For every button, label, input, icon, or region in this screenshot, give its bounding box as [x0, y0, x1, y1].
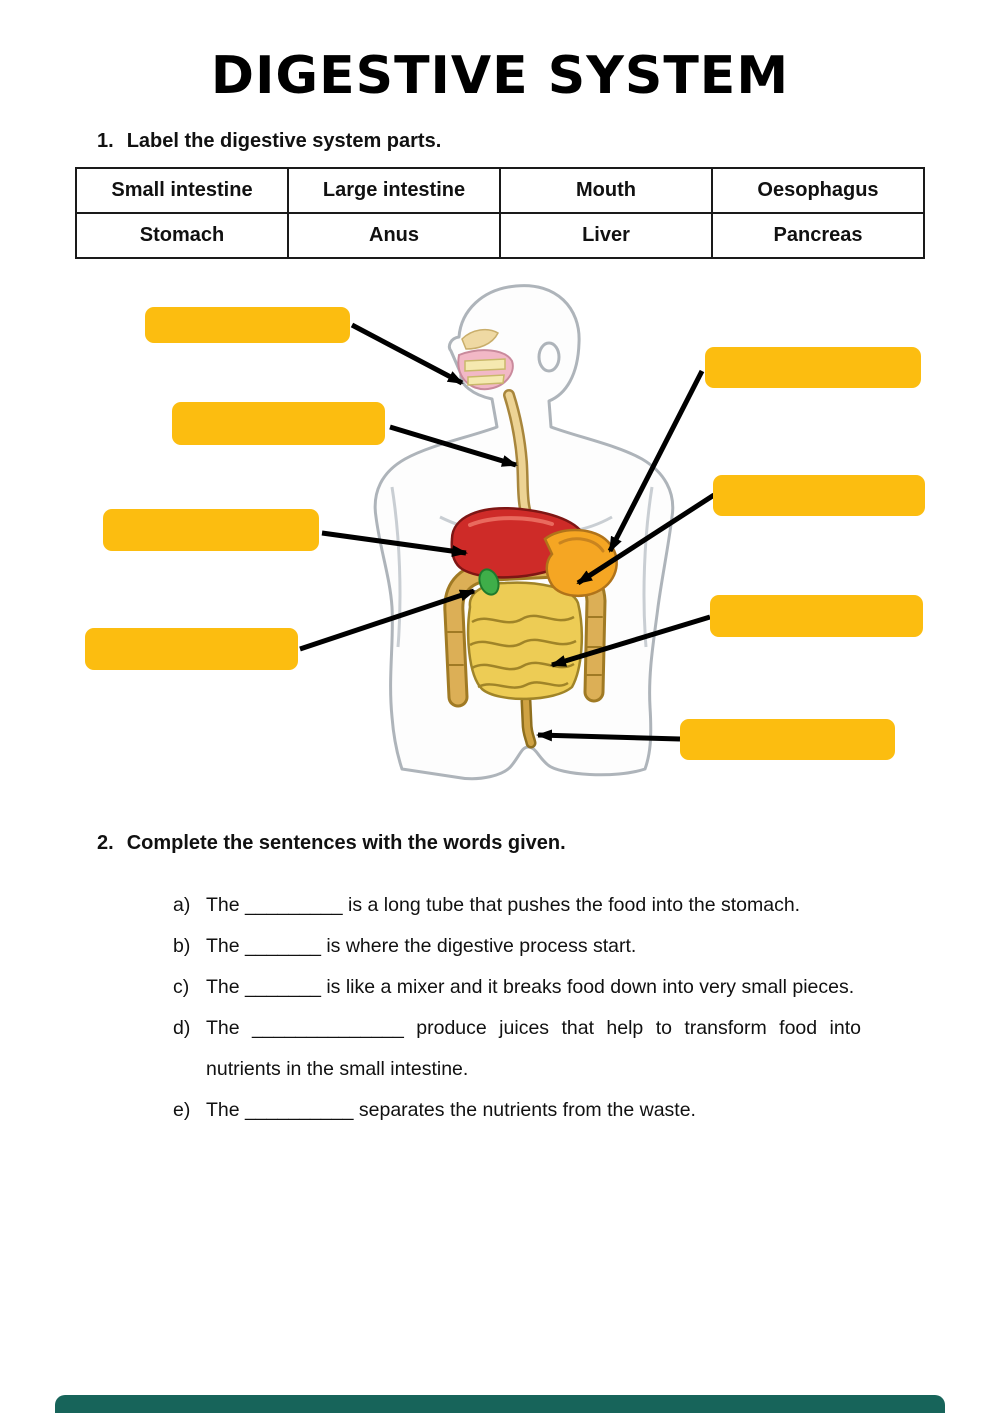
section-2-heading-text: Complete the sentences with the words gi…: [126, 832, 566, 854]
label-arrows: [299, 322, 716, 742]
section-1-heading-text: Label the digestive system parts.: [126, 130, 442, 152]
label-arrow-8: [536, 729, 681, 742]
label-arrow-7: [550, 614, 711, 668]
liver-highlight: [468, 516, 554, 527]
sentence-item: d) The ______________ produce juices tha…: [173, 1008, 861, 1090]
word-bank-cell: Oesophagus: [711, 167, 925, 214]
sentence-letter: a): [173, 894, 191, 916]
stomach-curve-line: [558, 537, 605, 553]
label-arrow-2: [389, 424, 518, 468]
label-arrow-5: [607, 369, 705, 553]
word-bank-cell: Pancreas: [711, 212, 925, 259]
section-2-number: 2.: [97, 832, 114, 854]
answer-box-4[interactable]: [85, 628, 298, 670]
sentence-item: c) The _______ is like a mixer and it br…: [173, 967, 861, 1008]
sentence-text: The ______________ produce juices that h…: [206, 1017, 861, 1080]
label-arrow-3: [321, 530, 468, 558]
sentence-letter: c): [173, 976, 190, 998]
section-1-heading: 1. Label the digestive system parts.: [97, 130, 1000, 153]
sentence-letter: b): [173, 935, 191, 957]
word-bank-cell: Small intestine: [75, 167, 289, 214]
gallbladder-shape: [478, 568, 500, 596]
sentence-text: The _________ is a long tube that pushes…: [206, 894, 801, 916]
answer-box-8[interactable]: [680, 719, 895, 760]
label-arrow-6: [576, 492, 716, 586]
section-1-number: 1.: [97, 130, 114, 152]
label-arrow-4: [299, 588, 476, 652]
upper-teeth-shape: [464, 358, 506, 372]
answer-box-3[interactable]: [103, 509, 319, 551]
word-bank-cell: Mouth: [499, 167, 713, 214]
word-bank-cell: Liver: [499, 212, 713, 259]
sentence-text: The __________ separates the nutrients f…: [206, 1099, 696, 1121]
answer-box-5[interactable]: [705, 347, 921, 388]
digestive-system-illustration: [299, 284, 716, 781]
sentence-letter: d): [173, 1017, 191, 1039]
right-arm-line: [642, 486, 654, 648]
sentence-letter: e): [173, 1099, 191, 1121]
word-bank-cell: Anus: [287, 212, 501, 259]
sentence-text: The _______ is like a mixer and it break…: [206, 976, 855, 998]
ear-shape: [537, 341, 561, 373]
answer-box-2[interactable]: [172, 402, 385, 445]
word-bank-cell: Stomach: [75, 212, 289, 259]
word-bank-row: Stomach Anus Liver Pancreas: [75, 212, 925, 259]
sentence-item: a) The _________ is a long tube that pus…: [173, 885, 861, 926]
section-2-heading: 2. Complete the sentences with the words…: [97, 832, 1000, 855]
sentence-item: e) The __________ separates the nutrient…: [173, 1090, 861, 1131]
page-title: DIGESTIVE SYSTEM: [210, 46, 790, 106]
word-bank-row: Small intestine Large intestine Mouth Oe…: [75, 167, 925, 214]
sentence-text: The _______ is where the digestive proce…: [206, 935, 637, 957]
labeling-diagram: [0, 277, 1000, 792]
sentence-item: b) The _______ is where the digestive pr…: [173, 926, 861, 967]
rectum-shape: [520, 695, 537, 749]
left-arm-line: [390, 486, 402, 648]
answer-box-7[interactable]: [710, 595, 923, 637]
word-bank-cell: Large intestine: [287, 167, 501, 214]
sentence-list: a) The _________ is a long tube that pus…: [173, 885, 861, 1131]
mouth-region: [457, 328, 514, 391]
label-arrow-1: [350, 322, 464, 386]
answer-box-1[interactable]: [145, 307, 350, 343]
lower-teeth-shape: [467, 374, 505, 386]
intestine-coil-lines: [469, 614, 577, 689]
footer-bar[interactable]: [55, 1395, 945, 1413]
word-bank-table: Small intestine Large intestine Mouth Oe…: [75, 167, 925, 259]
answer-box-6[interactable]: [713, 475, 925, 516]
nasal-cavity-shape: [461, 328, 499, 350]
small-intestine-shape: [466, 581, 584, 701]
